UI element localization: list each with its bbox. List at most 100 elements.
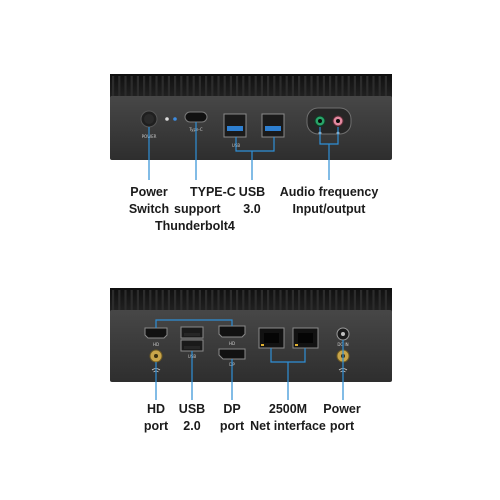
label-usb3: USB 3.0 <box>238 185 266 216</box>
heatsink-fin <box>291 290 294 310</box>
heatsink-fin <box>316 76 319 96</box>
heatsink-fin <box>285 76 288 96</box>
heatsink-fin <box>248 76 251 96</box>
lan-port-2-led <box>295 344 298 346</box>
heatsink-fin <box>174 290 177 310</box>
heatsink-fin <box>211 290 214 310</box>
heatsink-fin <box>291 76 294 96</box>
heatsink-fin <box>143 76 146 96</box>
heatsink-fin <box>298 290 301 310</box>
dc-in-jack-pin <box>341 332 345 336</box>
heatsink-fin <box>366 76 369 96</box>
lan-port-1-led <box>261 344 264 346</box>
lan-port-1-slot <box>264 333 279 343</box>
usb2-port-1-tongue <box>184 333 200 336</box>
label-lan: 2500M Net interface <box>250 402 326 433</box>
heatsink-fin <box>167 290 170 310</box>
lan-port-2-slot <box>298 333 313 343</box>
heatsink-fin <box>149 76 152 96</box>
heatsink-fin <box>335 290 338 310</box>
rear-callout-lines <box>155 319 344 400</box>
heatsink-fin <box>310 290 313 310</box>
heatsink-fin <box>155 290 158 310</box>
heatsink-fin <box>378 76 381 96</box>
heatsink-fin <box>198 290 201 310</box>
hd-printed-label-right: HD <box>229 341 235 346</box>
heatsink-fin <box>316 290 319 310</box>
front-panel-device: POWER Type-C USB <box>110 74 392 160</box>
heatsink-fin <box>217 290 220 310</box>
heatsink-fin <box>118 76 121 96</box>
heatsink-fin <box>192 290 195 310</box>
heatsink-fin <box>329 76 332 96</box>
hd-port <box>144 327 168 339</box>
heatsink-fin <box>322 290 325 310</box>
heatsink-fin <box>136 290 139 310</box>
heatsink-fin <box>205 290 208 310</box>
heatsink-fin <box>130 76 133 96</box>
usb3-port-1-tongue <box>227 126 243 131</box>
heatsink-fin <box>236 290 239 310</box>
usb3-port-2 <box>261 113 285 138</box>
heatsink-fin <box>186 76 189 96</box>
heatsink-fin <box>304 290 307 310</box>
dp-port <box>218 348 246 360</box>
heatsink-fin <box>248 290 251 310</box>
audio-in-jack-hole <box>336 119 340 123</box>
heatsink-fin <box>161 290 164 310</box>
heatsink-fin <box>254 76 257 96</box>
heatsink-fin <box>378 290 381 310</box>
heatsink-fin <box>298 76 301 96</box>
usb2-port-2-tongue <box>184 346 200 349</box>
heatsink-fin <box>236 76 239 96</box>
heatsink-fin <box>143 290 146 310</box>
callout-hd-bracket <box>155 319 233 328</box>
heatsink-fin <box>273 76 276 96</box>
callout-usb3 <box>235 137 275 152</box>
heatsink-fin <box>267 290 270 310</box>
label-audio: Audio frequency Input/output <box>279 185 379 216</box>
label-dp-port: DP port <box>219 402 245 433</box>
heatsink-fin <box>310 76 313 96</box>
heatsink-fin <box>341 290 344 310</box>
heatsink-fin <box>273 290 276 310</box>
heatsink-fin <box>279 76 282 96</box>
heatsink-fin <box>112 76 115 96</box>
heatsink-fin <box>155 76 158 96</box>
rear-heatsink-fins <box>112 290 387 310</box>
heatsink-fin <box>353 76 356 96</box>
heatsink-fin <box>260 290 263 310</box>
heatsink-fin <box>161 76 164 96</box>
status-led-blue <box>173 117 177 121</box>
heatsink-fin <box>279 290 282 310</box>
audio-out-jack-hole <box>318 119 322 123</box>
heatsink-fin <box>217 76 220 96</box>
heatsink-fin <box>372 76 375 96</box>
heatsink-fin <box>347 290 350 310</box>
hd-printed-label-left: HD <box>153 342 159 347</box>
heatsink-fin <box>353 290 356 310</box>
heatsink-fin <box>174 76 177 96</box>
heatsink-fin <box>211 76 214 96</box>
usb3-port-1 <box>223 113 247 138</box>
front-heatsink-fins <box>112 76 387 96</box>
heatsink-fin <box>223 76 226 96</box>
heatsink-fin <box>229 290 232 310</box>
heatsink-fin <box>130 290 133 310</box>
heatsink-fin <box>360 290 363 310</box>
heatsink-fin <box>322 76 325 96</box>
heatsink-fin <box>384 76 387 96</box>
heatsink-fin <box>329 290 332 310</box>
heatsink-fin <box>167 76 170 96</box>
heatsink-fin <box>260 76 263 96</box>
heatsink-fin <box>384 290 387 310</box>
label-typec: TYPE-C support Thunderbolt4 <box>155 185 236 233</box>
heatsink-fin <box>335 76 338 96</box>
antenna-connector-left-core <box>154 354 158 358</box>
heatsink-fin <box>112 290 115 310</box>
power-button-cap <box>144 114 154 124</box>
heatsink-fin <box>186 290 189 310</box>
heatsink-fin <box>136 76 139 96</box>
heatsink-fin <box>124 76 127 96</box>
